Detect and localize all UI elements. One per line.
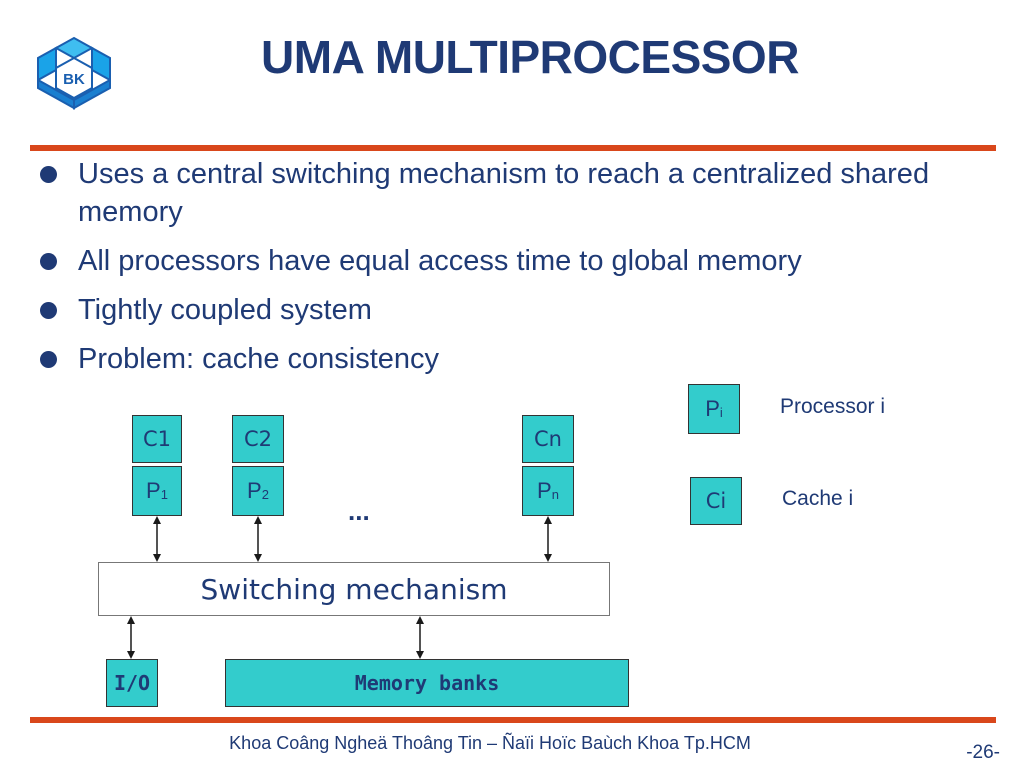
footer-text: Khoa Coâng Ngheä Thoâng Tin – Ñaïi Hoïc … bbox=[229, 733, 751, 753]
processor-subscript: n bbox=[551, 486, 559, 502]
switching-mechanism-box: Switching mechanism bbox=[98, 562, 610, 616]
cache-box-n: Cn bbox=[522, 415, 574, 463]
bullet-list: Uses a central switching mechanism to re… bbox=[38, 155, 998, 389]
bullet-dot bbox=[40, 166, 57, 183]
slide-title: UMA MULTIPROCESSOR bbox=[261, 31, 799, 83]
processor-subscript: 2 bbox=[261, 486, 269, 502]
memory-banks-box: Memory banks bbox=[225, 659, 629, 707]
bullet-text: All processors have equal access time to… bbox=[78, 245, 802, 277]
top-divider bbox=[30, 145, 996, 151]
io-box: I/O bbox=[106, 659, 158, 707]
bk-logo: BK bbox=[37, 36, 111, 110]
legend-processor-subscript: i bbox=[719, 404, 723, 420]
bullet-item: Tightly coupled system bbox=[38, 291, 998, 329]
bullet-text: Problem: cache consistency bbox=[78, 343, 440, 375]
bullet-text: Tightly coupled system bbox=[78, 294, 372, 326]
legend-processor-text: Processor i bbox=[780, 395, 886, 418]
bullet-item: Uses a central switching mechanism to re… bbox=[38, 155, 998, 231]
page-number: -26- bbox=[966, 742, 1000, 763]
ellipsis: ... bbox=[348, 496, 370, 526]
processor-letter: P bbox=[146, 478, 161, 503]
cache-box-2: C2 bbox=[232, 415, 284, 463]
processor-subscript: 1 bbox=[160, 486, 168, 502]
processor-letter: P bbox=[537, 478, 552, 503]
legend-cache-text: Cache i bbox=[782, 487, 854, 510]
logo-text: BK bbox=[63, 71, 85, 88]
cache-box-1: C1 bbox=[132, 415, 182, 463]
legend-processor-letter: P bbox=[705, 396, 720, 421]
bullet-text: Uses a central switching mechanism to re… bbox=[78, 158, 930, 228]
bottom-divider bbox=[30, 717, 996, 723]
bullet-dot bbox=[40, 253, 57, 270]
bullet-item: Problem: cache consistency bbox=[38, 340, 998, 378]
bullet-item: All processors have equal access time to… bbox=[38, 242, 998, 280]
legend-cache-box: Ci bbox=[690, 477, 742, 525]
bullet-dot bbox=[40, 302, 57, 319]
processor-letter: P bbox=[247, 478, 262, 503]
bullet-dot bbox=[40, 351, 57, 368]
